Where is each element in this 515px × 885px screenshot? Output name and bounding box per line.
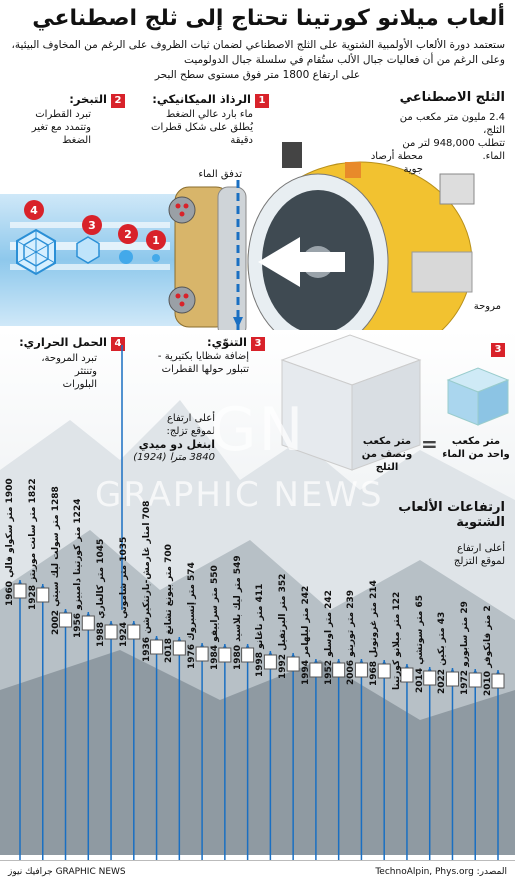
snow-cube-label: متر مكعب ونصف من الثلج (361, 436, 413, 473)
elevations-subheading: أعلى ارتفاع لموقع التزلج (453, 543, 505, 567)
step-1-badge: 1 (255, 94, 269, 108)
crystal-3-icon (76, 236, 100, 264)
site-label: 2 متر فانكوفر 2010 (483, 605, 493, 696)
intro-line-1: ستعتمد دورة الألعاب الأولمبية الشتوية عل… (11, 39, 505, 51)
site-label: 122 متر ميلانو كورتينا (391, 591, 402, 690)
droplet-1-icon (152, 254, 160, 262)
site-label: 239 متر تورينو 2006 (346, 589, 357, 685)
site-label: 352 متر ألبرتفيل 1992 (278, 573, 289, 679)
elevation-flag (218, 647, 232, 663)
nozzle-ring (168, 180, 247, 338)
fan-label: مروحة (473, 301, 501, 312)
elevation-flag (13, 583, 27, 599)
intro-line-3: على ارتفاع 1800 متر فوق مستوى سطح البحر (154, 69, 361, 81)
site-label: 1224 متر كورتينا دامبيزو 1956 (73, 498, 84, 638)
site-label: 1035 متر شاموني 1924 (118, 536, 129, 647)
elevation-flag (354, 662, 368, 678)
site-label: 65 متر سوتشي 2014 (414, 595, 425, 693)
machine-svg: 4 3 2 1 (10, 142, 515, 347)
elevation-flag (309, 662, 323, 678)
elevation-flag (286, 656, 300, 672)
weather-station-label: محطة أرصاد جوية (370, 151, 423, 175)
elevations-heading: ارتفاعات الألعاب الشتوية (398, 500, 505, 530)
elevation-flag (377, 663, 391, 679)
step-3-badge: 3 (491, 343, 505, 357)
source-text: المصدر: TechnoAlpin, Phys.org (375, 867, 507, 877)
step-3-number: 3 (251, 337, 265, 351)
snow-box-heading: الثلج الاصطناعي (399, 90, 505, 105)
elevation-flag (150, 639, 164, 655)
highest-site-note: أعلى ارتفاع لموقع تزلج: ابنغل دو ميدي 38… (133, 413, 215, 463)
site-label: 29 متر سابورو 1972 (460, 601, 471, 695)
step-2-title: التبخر: (69, 92, 107, 106)
step-1-text: ماء بارد عالي الضغط يُطلق على شكل قطرات … (151, 109, 253, 146)
elevation-flag (172, 640, 186, 656)
elevation-flag (468, 672, 482, 688)
snow-box: الثلج الاصطناعي 2.4 مليون متر مكعب من ال… (385, 90, 505, 163)
crystal-4-icon (16, 228, 56, 276)
step-2-text: تبرد القطرات وتتمدد مع تغير الضغط (31, 109, 91, 146)
equals-sign: = (421, 432, 438, 456)
step-3-badge-wrap: 3 (491, 337, 505, 357)
site-label: 1900 متر سكواو فالي 1960 (5, 478, 15, 606)
step-4-text: تبرد المروحة، وتنتثر البلورات (41, 353, 97, 390)
watermark: GRAPHIC NEWS (95, 475, 384, 515)
elevation-flag (127, 624, 141, 640)
intro-line-2: وعلى الرغم من أن فعاليات جبال الألب ستُق… (184, 54, 505, 66)
water-cube-label: متر مكعب واحد من الماء (442, 436, 510, 460)
water-flow-label: تدفق الماء (198, 169, 242, 180)
site-label: 242 متر أوسلو 1952 (323, 590, 334, 685)
machine-body (247, 142, 515, 347)
site-label: 549 متر ليك بلاسيد 1980 (232, 555, 243, 670)
elevation-flag (491, 673, 505, 689)
svg-text:4: 4 (30, 204, 38, 217)
footer: المصدر: TechnoAlpin, Phys.org GRAPHIC NE… (0, 860, 515, 885)
elevation-flag (195, 646, 209, 662)
elevation-flag (81, 615, 95, 631)
site-label: 242 متر ليلهامر 1994 (300, 585, 311, 685)
page-title: ألعاب ميلانو كورتينا تحتاج إلى ثلج اصطنا… (32, 6, 505, 31)
intro-text: ستعتمد دورة الألعاب الأولمبية الشتوية عل… (10, 38, 505, 83)
elevation-flag (445, 671, 459, 687)
elevation-flag (104, 624, 118, 640)
cubes-svg (280, 334, 510, 471)
svg-text:1: 1 (152, 234, 160, 247)
site-label: 574 متر إنسبروك 1976 (187, 562, 198, 669)
credit-text: GRAPHIC NEWS جرافيك نيوز (8, 867, 126, 877)
elevation-flag (332, 662, 346, 678)
step-3-title: التنوّي: (207, 335, 247, 349)
site-label: 550 متر سراييفو 1984 (209, 565, 220, 670)
step-4-title: الحمل الحراري: (19, 335, 107, 349)
elevation-flag (423, 670, 437, 686)
watermark-gn: GN (210, 395, 306, 465)
elevation-flag (400, 667, 414, 683)
elevation-flag (263, 654, 277, 670)
elevation-flag (241, 647, 255, 663)
elevation-flag (59, 612, 73, 628)
site-label: 411 متر ناغانو 1998 (255, 583, 266, 677)
step-1-title: الرذاذ الميكانيكي: (152, 92, 251, 106)
step-2-badge: 2 (111, 94, 125, 108)
site-label: 708 أمتار غارمش-بارتنكيرشن 1936 (141, 500, 152, 662)
elevation-flag (36, 587, 50, 603)
svg-text:2: 2 (124, 228, 132, 241)
site-label: 214 متر غرونوبل 1968 (369, 580, 380, 686)
svg-text:3: 3 (88, 219, 96, 232)
droplet-2-icon (119, 250, 133, 264)
site-label: 700 متر بيونغ تشانغ 2018 (164, 544, 175, 663)
site-label: 43 متر بكين 2022 (437, 611, 448, 694)
step-3-text: إضافة شظايا بكتيرية - تتبلور حولها القطر… (157, 351, 249, 375)
site-label: 1288 متر سولت ليك سيتي 2002 (50, 486, 61, 635)
site-label: 1045 متر كالغاري 1988 (96, 538, 107, 647)
site-label: 1822 متر سانت موريتز 1928 (27, 478, 38, 610)
